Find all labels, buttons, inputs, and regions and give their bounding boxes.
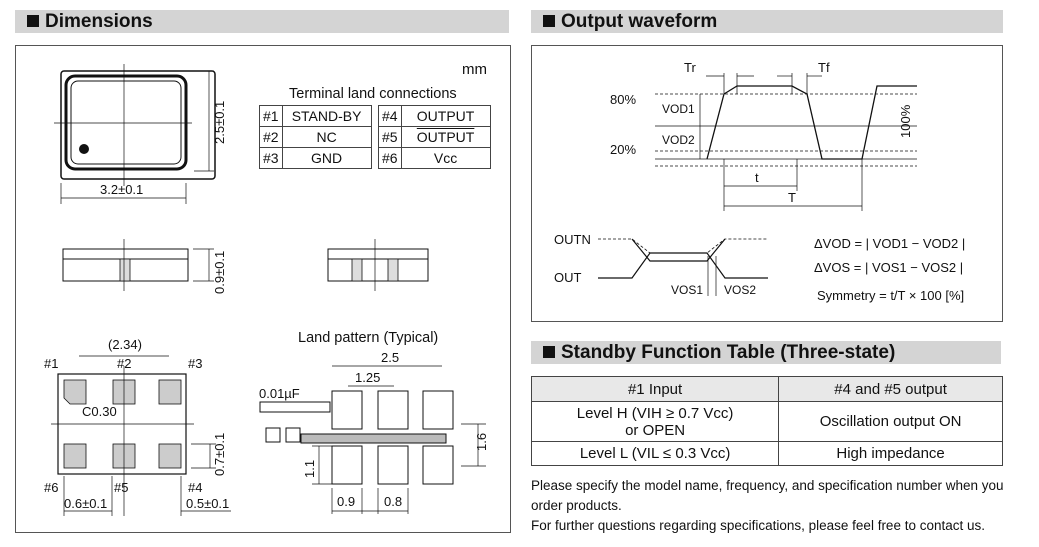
svg-text:ΔVOS = | VOS1 − VOS2 |: ΔVOS = | VOS1 − VOS2 | <box>814 260 963 275</box>
standby-row2-input: Level L (VIL ≤ 0.3 Vcc) <box>530 441 780 466</box>
svg-text:OUT: OUT <box>554 270 582 285</box>
land-trace <box>300 433 447 444</box>
dimensions-panel: mm Terminal land connections 3.2±0.1 2.5… <box>15 45 511 533</box>
svg-text:100%: 100% <box>898 104 913 138</box>
svg-text:VOD2: VOD2 <box>662 133 695 147</box>
land-0-8-label: 0.8 <box>384 494 402 509</box>
standby-title: Standby Function Table (Three-state) <box>561 342 896 363</box>
land-1-1-label: 1.1 <box>302 460 317 478</box>
land-title: Land pattern (Typical) <box>298 330 438 346</box>
square-bullet-icon <box>543 346 555 358</box>
dimensions-header: Dimensions <box>15 10 509 33</box>
standby-table: #1 Input #4 and #5 output Level H (VIH ≥… <box>530 376 1003 466</box>
svg-text:T: T <box>788 190 796 205</box>
svg-text:Tr: Tr <box>684 60 696 75</box>
standby-header: Standby Function Table (Three-state) <box>531 341 1001 364</box>
square-bullet-icon <box>27 15 39 27</box>
standby-row2-output: High impedance <box>778 441 1003 466</box>
svg-text:#1: #1 <box>44 356 58 371</box>
svg-text:Tf: Tf <box>818 60 830 75</box>
unit-label: mm <box>462 61 487 78</box>
svg-text:OUTN: OUTN <box>554 232 591 247</box>
dimensions-title: Dimensions <box>45 11 153 32</box>
top-height-label: 2.5±0.1 <box>212 101 227 144</box>
svg-text:#6: #6 <box>44 480 58 495</box>
svg-text:t: t <box>755 170 759 185</box>
svg-text:#3: #3 <box>188 356 202 371</box>
bottom-span-label: (2.34) <box>108 337 142 352</box>
standby-col2-header: #4 and #5 output <box>778 376 1003 402</box>
svg-text:80%: 80% <box>610 92 636 107</box>
svg-text:20%: 20% <box>610 142 636 157</box>
svg-text:Symmetry = t/T × 100 [%]: Symmetry = t/T × 100 [%] <box>817 288 964 303</box>
svg-text:#2: #2 <box>117 356 131 371</box>
land-0-9-label: 0.9 <box>337 494 355 509</box>
pad-height-label: 0.7±0.1 <box>212 433 227 476</box>
side-height-label: 0.9±0.1 <box>212 251 227 294</box>
land-1-6-label: 1.6 <box>474 433 489 451</box>
pad-width-label: 0.6±0.1 <box>64 496 107 511</box>
land-1-25-label: 1.25 <box>355 370 380 385</box>
svg-text:VOS1: VOS1 <box>671 283 703 297</box>
standby-col1-header: #1 Input <box>530 376 780 402</box>
svg-text:VOD1: VOD1 <box>662 102 695 116</box>
standby-row1-input: Level H (VIH ≥ 0.7 Vcc)or OPEN <box>530 401 780 442</box>
pad-gap-label: 0.5±0.1 <box>186 496 229 511</box>
terminal-title: Terminal land connections <box>289 86 457 102</box>
dimensions-drawing: mm Terminal land connections 3.2±0.1 2.5… <box>44 61 489 516</box>
pin1-marker-icon <box>79 144 89 154</box>
svg-text:#4: #4 <box>188 480 202 495</box>
svg-text:#5: #5 <box>114 480 128 495</box>
chamfer-label: C0.30 <box>82 404 117 419</box>
standby-row1-output: Oscillation output ON <box>778 401 1003 442</box>
top-width-label: 3.2±0.1 <box>100 182 143 197</box>
contact-note: For further questions regarding specific… <box>531 518 985 533</box>
output-panel: Tr Tf 80% 20% VOD1 VOD2 100% t T OUTN OU… <box>531 45 1003 322</box>
capacitor-label: 0.01µF <box>259 386 300 401</box>
output-title: Output waveform <box>561 11 718 32</box>
square-bullet-icon <box>543 15 555 27</box>
output-header: Output waveform <box>531 10 1003 33</box>
land-2-5-label: 2.5 <box>381 350 399 365</box>
svg-text:VOS2: VOS2 <box>724 283 756 297</box>
order-note: Please specify the model name, frequency… <box>531 478 1004 513</box>
waveform-drawing: Tr Tf 80% 20% VOD1 VOD2 100% t T OUTN OU… <box>554 60 965 303</box>
svg-text:ΔVOD = | VOD1 − VOD2 |: ΔVOD = | VOD1 − VOD2 | <box>814 236 965 251</box>
